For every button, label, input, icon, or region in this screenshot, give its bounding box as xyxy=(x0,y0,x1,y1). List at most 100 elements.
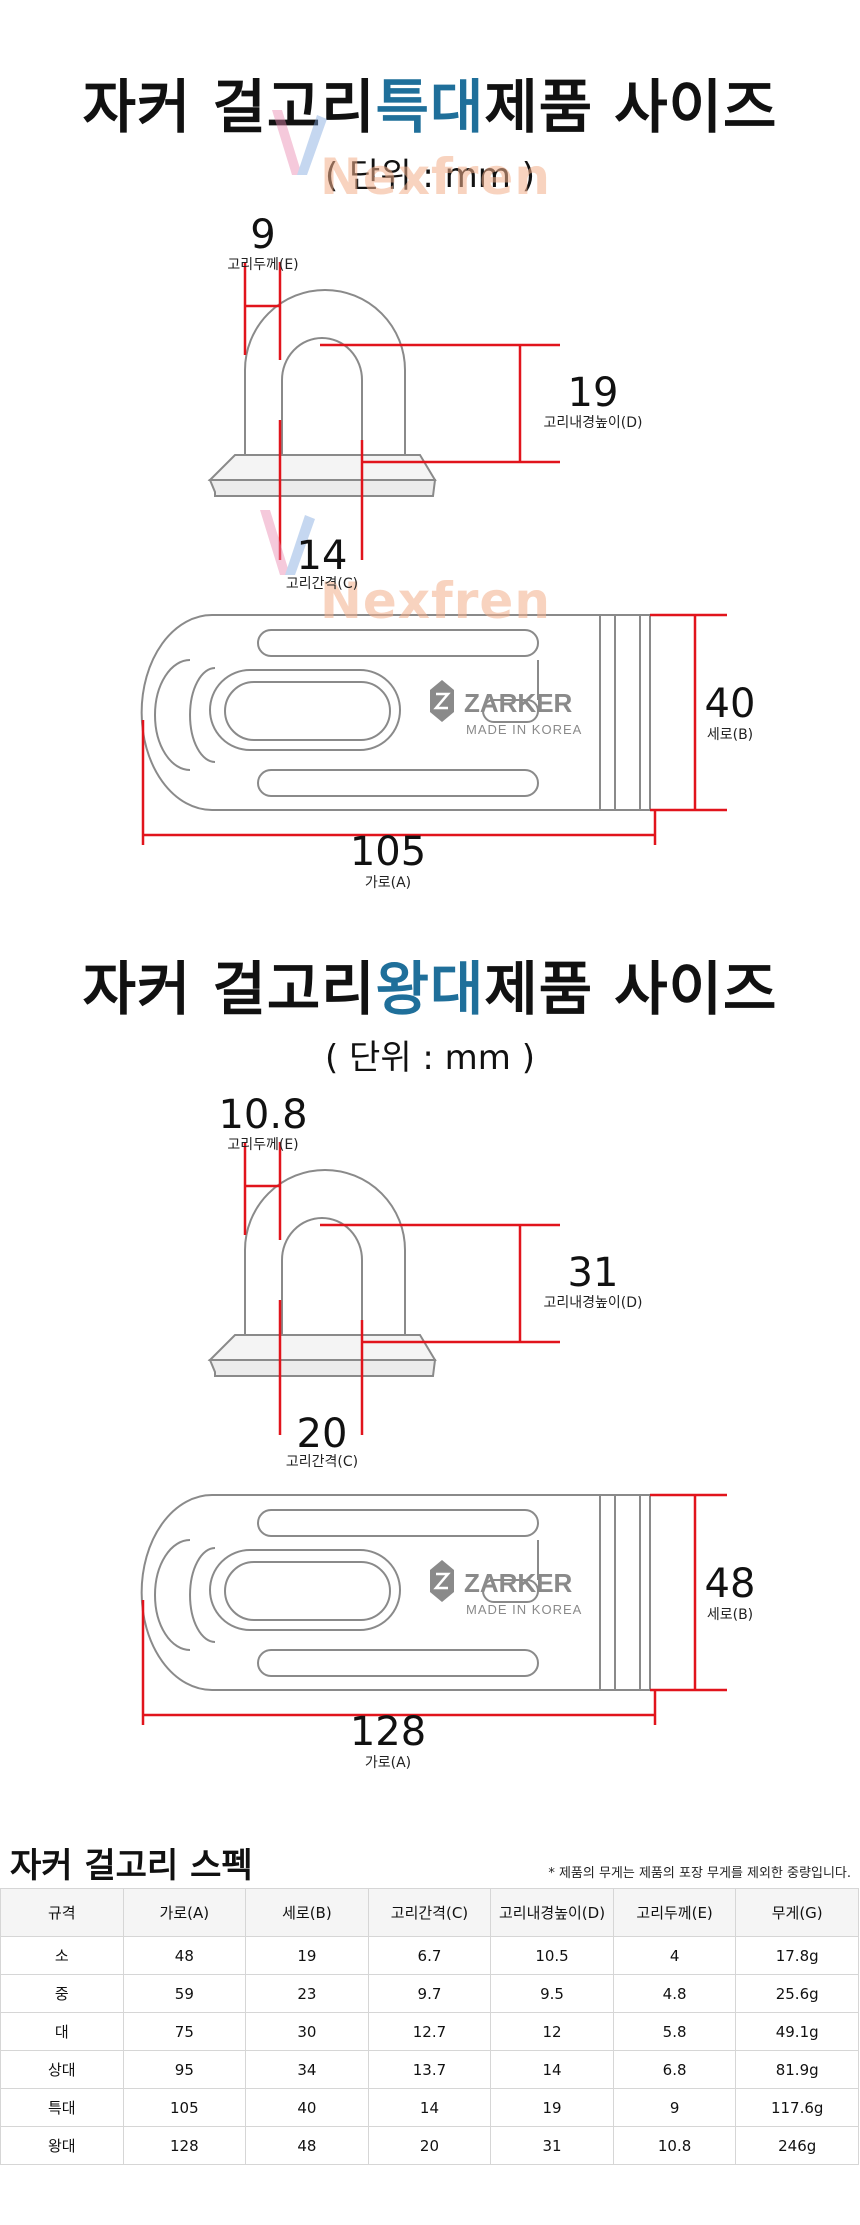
cell: 128 xyxy=(122,2126,247,2165)
inner-height-value-2: 31 xyxy=(567,1250,619,1296)
spec-title: 자커 걸고리 스펙 xyxy=(10,1846,253,1886)
cell: 59 xyxy=(122,1974,247,2013)
thickness-value-2: 10.8 xyxy=(218,1092,308,1138)
section2-unit: ( 단위 : mm ) xyxy=(324,1038,535,1078)
spec-table: 규격 가로(A) 세로(B) 고리간격(C) 고리내경높이(D) 고리두께(E)… xyxy=(0,1888,859,2165)
gap-label-2: 고리간격(C) xyxy=(285,1454,359,1470)
cell: 25.6g xyxy=(735,1974,859,2013)
cell: 중 xyxy=(0,1974,124,2013)
brand-name-2: ZARKER xyxy=(464,1568,573,1598)
cell: 12 xyxy=(490,2012,614,2051)
cell: 9.5 xyxy=(490,1974,614,2013)
cell: 246g xyxy=(735,2126,859,2165)
gap-label: 고리간격(C) xyxy=(285,576,359,592)
cell: 4 xyxy=(612,1936,737,1975)
cell: 특대 xyxy=(0,2088,124,2127)
col-gap: 고리간격(C) xyxy=(367,1888,492,1937)
cell: 30 xyxy=(245,2012,369,2051)
height-value: 40 xyxy=(704,681,756,727)
cell: 6.7 xyxy=(367,1936,492,1975)
cell: 14 xyxy=(490,2050,614,2089)
cell: 23 xyxy=(245,1974,369,2013)
col-inner-height: 고리내경높이(D) xyxy=(490,1888,614,1937)
cell: 20 xyxy=(367,2126,492,2165)
cell: 12.7 xyxy=(367,2012,492,2051)
cell: 17.8g xyxy=(735,1936,859,1975)
cell: 14 xyxy=(367,2088,492,2127)
inner-height-label-2: 고리내경높이(D) xyxy=(543,1295,643,1311)
inner-height-label: 고리내경높이(D) xyxy=(543,415,643,431)
cell: 9 xyxy=(612,2088,737,2127)
zarker-logo-icon-2 xyxy=(430,1560,454,1602)
cell: 105 xyxy=(122,2088,247,2127)
cell: 10.8 xyxy=(612,2126,737,2165)
cell: 소 xyxy=(0,1936,124,1975)
width-label: 가로(A) xyxy=(364,875,412,891)
cell: 대 xyxy=(0,2012,124,2051)
thickness-value: 9 xyxy=(250,212,276,258)
zarker-logo-icon xyxy=(430,680,454,722)
cell: 19 xyxy=(490,2088,614,2127)
cell: 48 xyxy=(122,1936,247,1975)
col-thickness: 고리두께(E) xyxy=(612,1888,737,1937)
section2-diagram: ZARKER MADE IN KOREA xyxy=(140,1142,727,1725)
height-label: 세로(B) xyxy=(706,727,754,743)
title-prefix: 자커 걸고리 xyxy=(82,73,376,141)
width-value: 105 xyxy=(349,829,427,875)
section1-unit: ( 단위 : mm ) xyxy=(324,156,535,196)
cell: 13.7 xyxy=(367,2050,492,2089)
title-suffix: 제품 사이즈 xyxy=(484,73,778,141)
cell: 34 xyxy=(245,2050,369,2089)
thickness-label: 고리두께(E) xyxy=(227,257,299,273)
section2-title: 자커 걸고리왕대제품 사이즈 xyxy=(0,942,860,1026)
section1-diagram: ZARKER MADE IN KOREA xyxy=(140,262,727,845)
cell: 48 xyxy=(245,2126,369,2165)
cell: 75 xyxy=(122,2012,247,2051)
spec-header-row: 규격 가로(A) 세로(B) 고리간격(C) 고리내경높이(D) 고리두께(E)… xyxy=(0,1888,859,1937)
title-suffix: 제품 사이즈 xyxy=(484,955,778,1023)
cell: 상대 xyxy=(0,2050,124,2089)
cell: 6.8 xyxy=(612,2050,737,2089)
gap-value: 14 xyxy=(296,533,348,579)
brand-name: ZARKER xyxy=(464,688,573,718)
col-weight: 무게(G) xyxy=(735,1888,859,1937)
cell: 49.1g xyxy=(735,2012,859,2051)
cell: 왕대 xyxy=(0,2126,124,2165)
cell: 31 xyxy=(490,2126,614,2165)
watermark-logo-icon-2 xyxy=(260,510,315,575)
title-prefix: 자커 걸고리 xyxy=(82,955,376,1023)
title-highlight: 왕대 xyxy=(375,955,485,1023)
width-value-2: 128 xyxy=(349,1709,427,1755)
inner-height-value: 19 xyxy=(567,370,619,416)
col-height: 세로(B) xyxy=(245,1888,369,1937)
watermark-text: Nexfren xyxy=(320,148,551,206)
watermark-logo-icon xyxy=(272,110,327,175)
watermark-text-2: Nexfren xyxy=(320,572,551,630)
height-value-2: 48 xyxy=(704,1561,756,1607)
cell: 10.5 xyxy=(490,1936,614,1975)
section1-title: 자커 걸고리특대제품 사이즈 xyxy=(0,60,860,144)
thickness-label-2: 고리두께(E) xyxy=(227,1137,299,1153)
spec-note: * 제품의 무게는 제품의 포장 무게를 제외한 중량입니다. xyxy=(548,1866,851,1881)
col-size: 규격 xyxy=(0,1888,124,1937)
gap-value-2: 20 xyxy=(296,1411,348,1457)
hasp-plate-drawing xyxy=(140,614,651,811)
cell: 19 xyxy=(245,1936,369,1975)
cell: 9.7 xyxy=(367,1974,492,2013)
cell: 40 xyxy=(245,2088,369,2127)
cell: 117.6g xyxy=(735,2088,859,2127)
width-label-2: 가로(A) xyxy=(364,1755,412,1771)
height-label-2: 세로(B) xyxy=(706,1607,754,1623)
cell: 95 xyxy=(122,2050,247,2089)
col-width: 가로(A) xyxy=(122,1888,247,1937)
brand-sub: MADE IN KOREA xyxy=(466,722,582,737)
brand-sub-2: MADE IN KOREA xyxy=(466,1602,582,1617)
title-highlight: 특대 xyxy=(375,73,485,141)
cell: 81.9g xyxy=(735,2050,859,2089)
